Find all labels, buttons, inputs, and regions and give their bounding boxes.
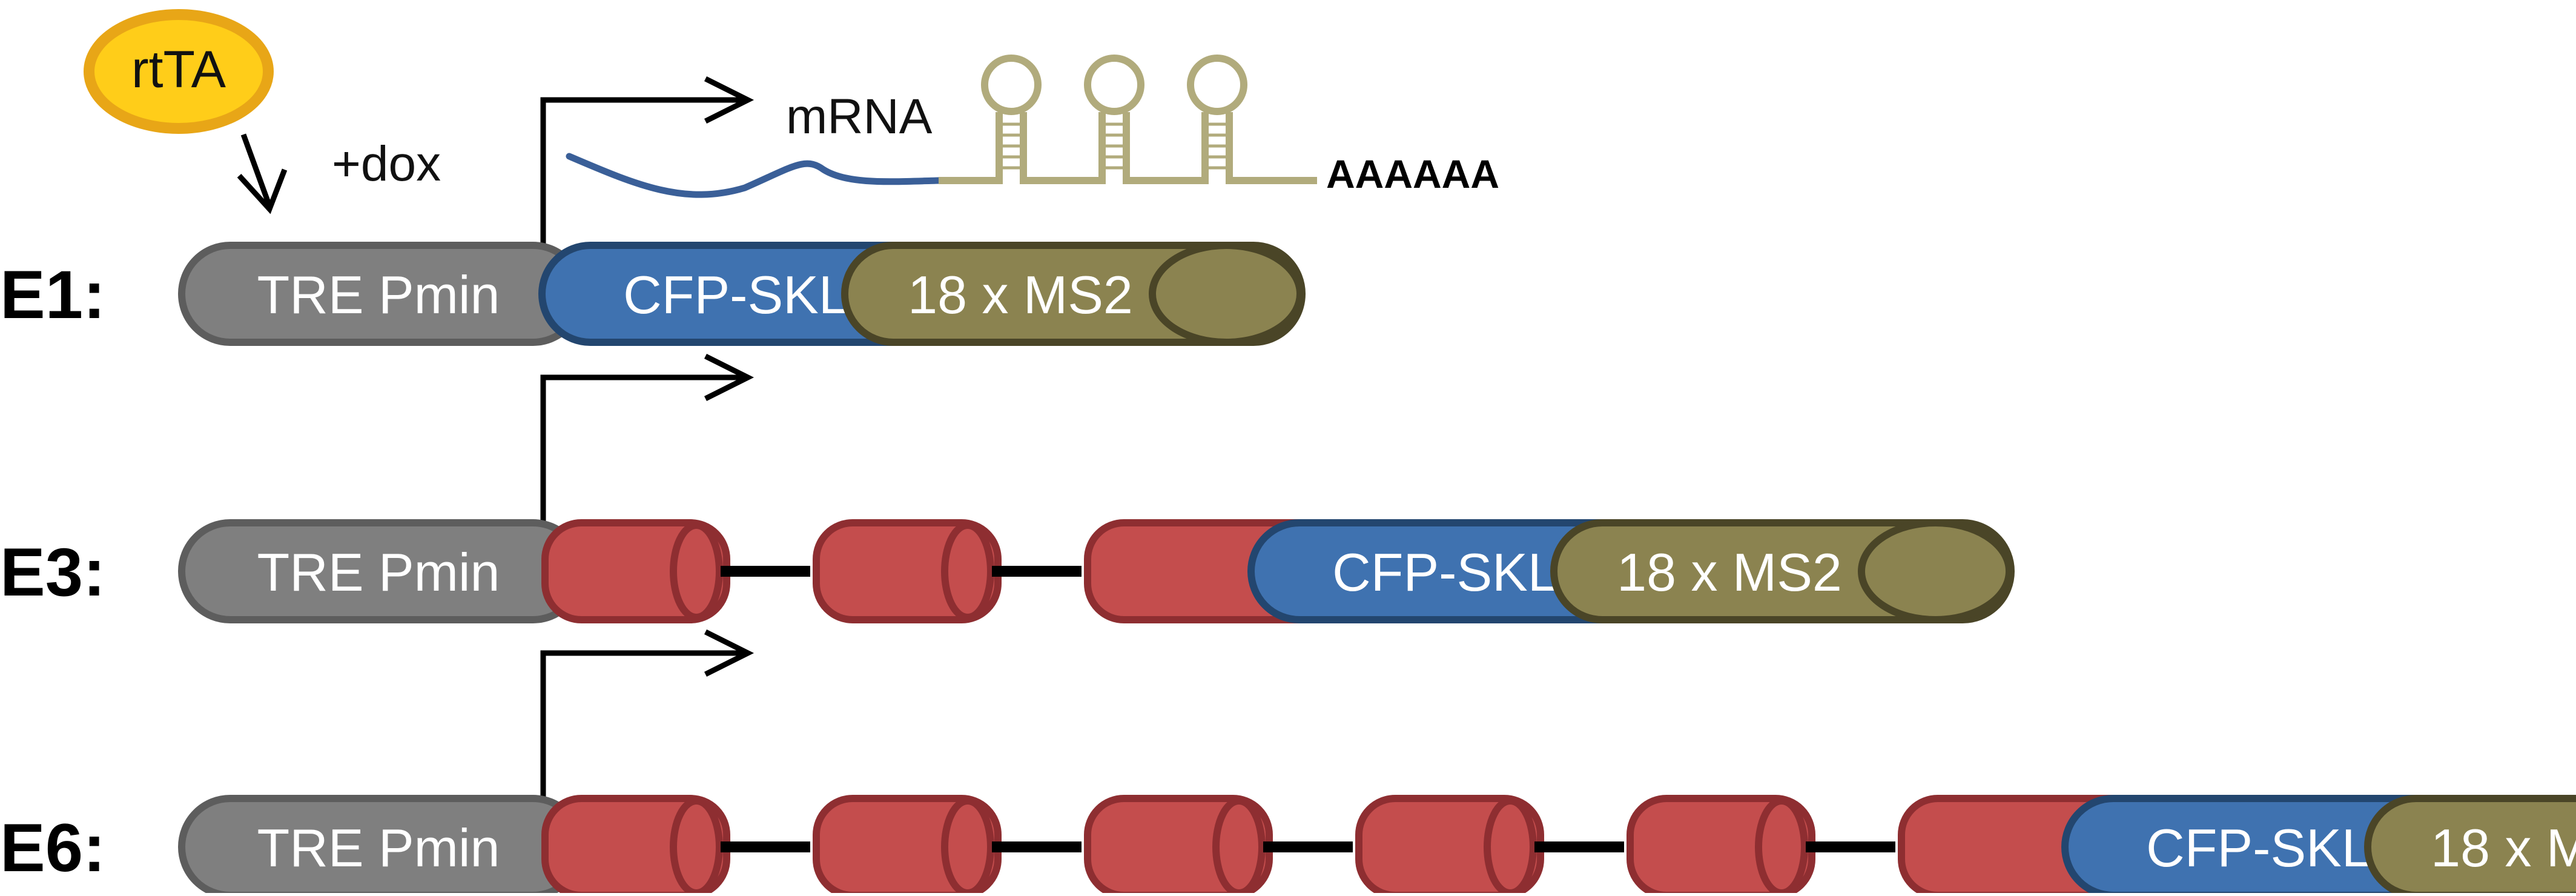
exon-1 [541,795,730,896]
ms2-end-cap [1858,519,2013,623]
ms2-label: 18 x MS2 [1617,542,1842,602]
binding-arrow [240,133,272,207]
ms2-label: 18 x MS2 [908,265,1133,325]
stemloop-3 [1187,55,1247,170]
exon-3 [1084,795,1273,896]
ms2-end-cap [1149,242,1304,346]
exon-end-cap [670,522,723,621]
exon-2 [813,795,1002,896]
tss-arrowhead [704,76,755,124]
construct-e6: E6: TRE Pmin CFP-SKL 18 x MS2 [0,629,2576,896]
construct-label: E1: [0,257,105,333]
construct-label: E6: [0,810,105,886]
construct-e3: E3: TRE Pmin CFP-SKL 18 x MS2 [0,353,2015,623]
mrna-transcript: mRNA AAAAAA [566,55,1499,198]
construct-label: E3: [0,534,105,610]
ms2-stemloops [939,55,1317,184]
stemloop-head [1187,55,1247,115]
cfp-skl-label: CFP-SKL [1332,542,1557,602]
promoter-label: TRE Pmin [257,818,500,878]
exon-2 [813,519,1002,623]
mrna-label: mRNA [786,89,933,144]
cfp-skl-label: CFP-SKL [623,265,848,325]
dox-label: +dox [332,136,441,191]
tss-arrow [540,97,745,248]
tss-arrow [540,374,745,526]
exon-4 [1355,795,1544,896]
tss-arrowhead [704,629,755,677]
exon-end-cap [1212,797,1266,896]
exon-end-cap [670,797,723,896]
rtta-label: rtTA [131,41,226,99]
exon-end-cap [1484,797,1537,896]
cfp-skl-label: CFP-SKL [2146,818,2371,878]
promoter-label: TRE Pmin [257,542,500,602]
polya-tail: AAAAAA [1326,151,1499,196]
rtta-bubble [84,9,274,134]
stemloop-head [1084,55,1144,115]
exon-5 [1627,795,1815,896]
stemloop-1 [981,55,1042,170]
stemloop-head [981,55,1042,115]
binding-arrowhead [237,168,288,214]
stemloop-2 [1084,55,1144,170]
mrna-strand [566,153,942,198]
tss-arrow [540,650,745,801]
ms2-segment [2364,795,2576,896]
stemloop-baseline [939,112,1317,184]
rtta-activator: rtTA +dox [84,9,441,214]
exon-end-cap [941,522,994,621]
exon-end-cap [941,797,994,896]
exon-1 [541,519,730,623]
tss-arrowhead [704,353,755,402]
exon-end-cap [1755,797,1808,896]
promoter-label: TRE Pmin [257,265,500,325]
construct-e1: E1: TRE Pmin CFP-SKL 18 x MS2 [0,76,1306,346]
ms2-label: 18 x MS2 [2431,818,2576,878]
